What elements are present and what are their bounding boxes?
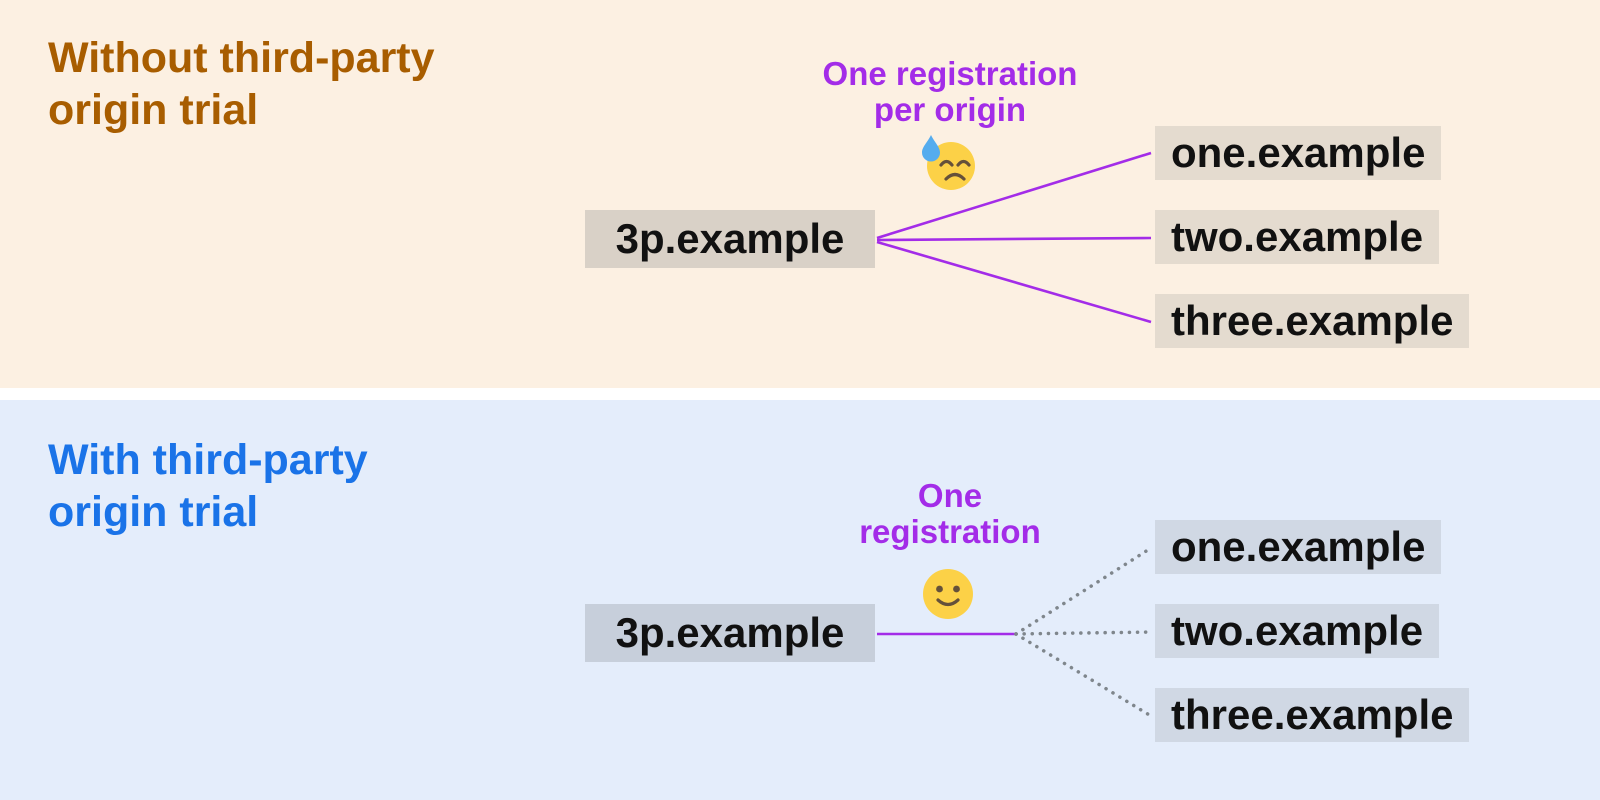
source-node-3p-example: 3p.example bbox=[585, 604, 875, 663]
annotation-line: per origin bbox=[873, 91, 1027, 129]
title-without-origin-trial: Without third-party origin trial bbox=[48, 32, 435, 137]
annotation-line: One bbox=[917, 477, 983, 514]
title-line: With third-party bbox=[48, 436, 368, 484]
downcast-face-with-sweat-icon bbox=[888, 134, 1008, 192]
annotation-one-registration: One registration bbox=[720, 477, 1180, 551]
source-node-3p-example: 3p.example bbox=[585, 210, 875, 269]
title-line: origin trial bbox=[48, 86, 259, 135]
target-node-three-example: three.example bbox=[1155, 294, 1470, 349]
title-line: origin trial bbox=[48, 488, 259, 537]
downcast-face-with-sweat-icon bbox=[922, 135, 975, 190]
title-with-origin-trial: With third-party origin trial bbox=[48, 434, 368, 539]
panel-with-origin-trial bbox=[0, 400, 1600, 800]
annotation-line: One registration bbox=[822, 55, 1078, 92]
annotation-line: registration bbox=[859, 513, 1041, 551]
panel-without-origin-trial bbox=[0, 0, 1600, 388]
target-node-two-example: two.example bbox=[1155, 210, 1440, 265]
annotation-one-registration-per-origin: One registration per origin bbox=[720, 55, 1180, 129]
target-node-two-example: two.example bbox=[1155, 604, 1440, 659]
target-node-one-example: one.example bbox=[1155, 126, 1442, 181]
slightly-smiling-face-icon bbox=[888, 566, 1008, 622]
slightly-smiling-face-icon bbox=[923, 569, 973, 619]
target-node-three-example: three.example bbox=[1155, 688, 1470, 743]
target-node-one-example: one.example bbox=[1155, 520, 1442, 575]
title-line: Without third-party bbox=[48, 34, 435, 82]
